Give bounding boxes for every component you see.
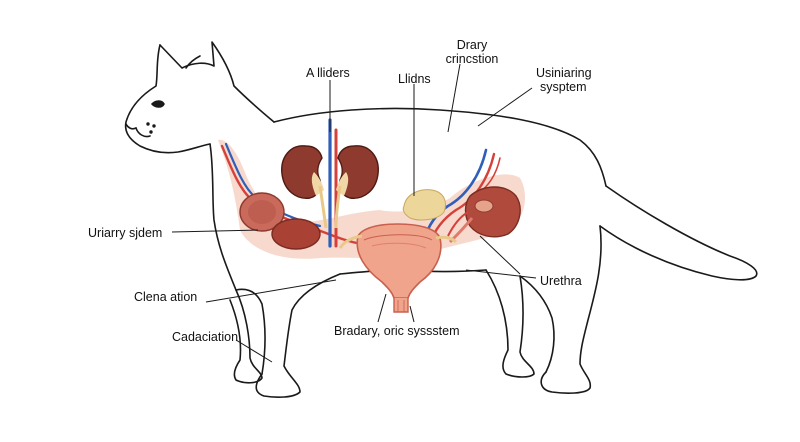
label-usiniaring-line2: sysptem bbox=[540, 80, 587, 94]
label-clena-ation: Clena ation bbox=[134, 290, 197, 304]
label-drary-line2: crincstion bbox=[432, 52, 512, 66]
label-llidns: Llidns bbox=[398, 72, 431, 86]
label-bradary-oric-syssstem: Bradary, oric syssstem bbox=[334, 324, 460, 338]
label-uriarry-sjdem: Uriarry sjdem bbox=[88, 226, 162, 240]
label-urethra: Urethra bbox=[540, 274, 582, 288]
label-drary-line1: Drary bbox=[432, 38, 512, 52]
label-a-lliders: A lliders bbox=[306, 66, 350, 80]
yellow-sac-organ bbox=[403, 190, 445, 220]
label-usiniaring-line1: Usiniaring bbox=[536, 66, 592, 80]
label-cadaciation: Cadaciation bbox=[172, 330, 238, 344]
bladder bbox=[340, 224, 456, 312]
